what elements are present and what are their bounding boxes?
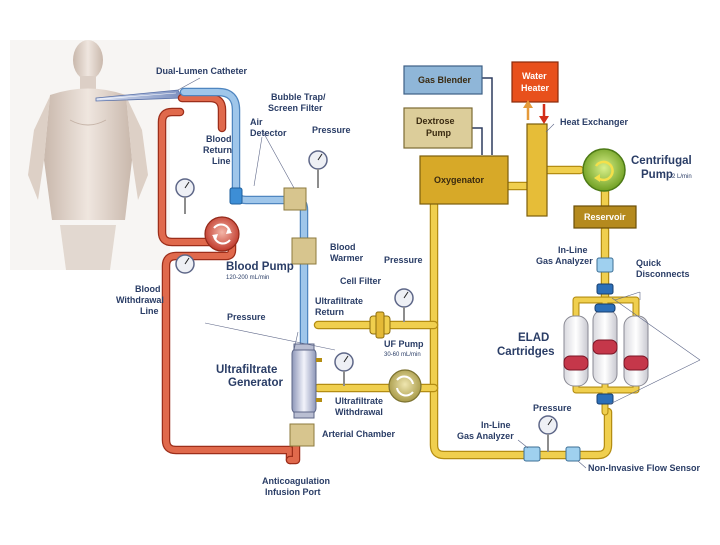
label-heat-exchanger: Heat Exchanger: [560, 117, 629, 127]
gauge-icon: [175, 254, 195, 274]
gauge-icon: [334, 352, 354, 386]
arterial-chamber-icon: [289, 423, 315, 447]
label-pressure-bottom: Pressure: [533, 403, 572, 413]
label-dextrose-pump-2: Pump: [426, 128, 452, 138]
label-inline-gas-analyzer-bottom-1: In-Line: [481, 420, 511, 430]
heat-exchanger-box: [526, 123, 548, 217]
label-uf-pump-rate: 30-60 mL/min: [384, 352, 421, 358]
label-blood-warmer-2: Warmer: [330, 253, 364, 263]
bubble-trap-icon: [229, 187, 307, 211]
label-blood-return-3: Line: [212, 156, 231, 166]
gauge-icon: [394, 288, 414, 322]
label-uf-pump: UF Pump: [384, 339, 424, 349]
label-centrifugal-pump-2: Pump: [641, 169, 673, 181]
label-bubble-trap: Bubble Trap/: [271, 92, 326, 102]
label-quick-disconnects-1: Quick: [636, 258, 662, 268]
label-centrifugal-pump-rate: 2 L/min: [672, 174, 692, 180]
label-blood-pump-rate: 120-200 mL/min: [226, 275, 269, 281]
label-anticoagulation-2: Infusion Port: [265, 487, 321, 497]
gauge-icon: [538, 415, 558, 452]
label-dextrose-pump-1: Dextrose: [416, 116, 455, 126]
label-elad-2: Cartridges: [497, 346, 555, 358]
label-water-heater-2: Heater: [521, 83, 550, 93]
cartridge-icon: [563, 303, 649, 387]
label-blood-withdrawal-2: Withdrawal: [116, 295, 164, 305]
label-blood-withdrawal-3: Line: [140, 306, 159, 316]
water-heater-box: [511, 61, 559, 124]
label-ultrafiltrate-generator-1: Ultrafiltrate: [216, 364, 277, 376]
label-pressure-top: Pressure: [312, 125, 351, 135]
reservoir-box: [573, 205, 637, 229]
label-air: Air: [250, 117, 263, 127]
label-flow-sensor: Non-Invasive Flow Sensor: [588, 463, 701, 473]
label-water-heater-1: Water: [522, 71, 547, 81]
label-blood-withdrawal-1: Blood: [135, 284, 161, 294]
label-pressure-mid: Pressure: [384, 255, 423, 265]
blood-warmer-icon: [291, 237, 317, 265]
label-blood-warmer-1: Blood: [330, 242, 356, 252]
label-blood-return-2: Return: [203, 145, 232, 155]
label-pressure-left: Pressure: [227, 312, 266, 322]
label-elad-1: ELAD: [518, 332, 549, 344]
label-ultrafiltrate-withdrawal-1: Ultrafiltrate: [335, 396, 383, 406]
label-detector: Detector: [250, 128, 287, 138]
label-inline-gas-analyzer-top-1: In-Line: [558, 245, 588, 255]
ultrafiltrate-generator-icon: [291, 343, 322, 419]
label-anticoagulation-1: Anticoagulation: [262, 476, 330, 486]
gauge-icon: [308, 150, 328, 188]
label-cell-filter: Cell Filter: [340, 276, 382, 286]
label-oxygenator: Oxygenator: [434, 175, 485, 185]
connector-icon: [523, 257, 614, 462]
centrifugal-pump-icon: [582, 148, 626, 192]
cell-filter-icon: [369, 311, 391, 339]
leader-lines: [177, 77, 701, 469]
label-blood-pump: Blood Pump: [226, 261, 294, 273]
gas-lines: [470, 77, 493, 155]
oxygenator-box: [419, 155, 509, 205]
label-inline-gas-analyzer-bottom-2: Gas Analyzer: [457, 431, 514, 441]
human-figure-icon: [10, 40, 170, 270]
label-arterial-chamber: Arterial Chamber: [322, 429, 396, 439]
label-reservoir: Reservoir: [584, 212, 626, 222]
label-centrifugal-pump-1: Centrifugal: [631, 155, 692, 167]
label-dual-lumen-catheter: Dual-Lumen Catheter: [156, 66, 248, 76]
gauge-icon: [175, 178, 195, 214]
blood-pump-icon: [204, 216, 240, 252]
label-quick-disconnects-2: Disconnects: [636, 269, 690, 279]
gas-blender-box: [403, 65, 483, 95]
label-screen-filter: Screen Filter: [268, 103, 323, 113]
dextrose-pump-box: [403, 107, 473, 149]
label-ultrafiltrate-return-1: Ultrafiltrate: [315, 296, 363, 306]
label-ultrafiltrate-generator-2: Generator: [228, 377, 283, 389]
uf-pump-icon: [388, 369, 422, 403]
label-ultrafiltrate-withdrawal-2: Withdrawal: [335, 407, 383, 417]
label-gas-blender: Gas Blender: [418, 75, 472, 85]
blood-circuit: [157, 93, 301, 465]
label-ultrafiltrate-return-2: Return: [315, 307, 344, 317]
label-inline-gas-analyzer-top-2: Gas Analyzer: [536, 256, 593, 266]
label-blood-return-1: Blood: [206, 134, 232, 144]
